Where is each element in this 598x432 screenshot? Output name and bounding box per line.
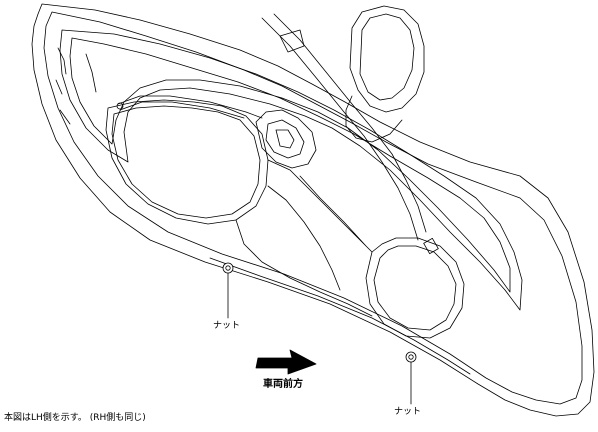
nut-label-right: ナット [394, 407, 422, 417]
left-access-hole [105, 99, 269, 225]
door-window-frame [59, 29, 523, 311]
lower-trim-line [209, 257, 471, 375]
nut-icon [222, 262, 234, 274]
vehicle-front-label: 車両前方 [263, 379, 303, 390]
door-clip [423, 237, 439, 255]
regulator-rail-inner [273, 13, 427, 233]
regulator-rail [261, 17, 419, 241]
door-outer-outline [31, 3, 595, 417]
left-access-hole-rim [111, 105, 261, 219]
rod-clip [116, 102, 124, 110]
door-window-frame-inner [69, 37, 511, 293]
latch-assembly-detail [265, 119, 305, 159]
figure-caption: 本図はLH側を示す。 (RH側も同じ) [4, 413, 146, 423]
mirror-mount [349, 5, 425, 113]
nut-icon [405, 351, 417, 363]
door-outer-inner-edge [43, 11, 583, 405]
lock-rod-lower [119, 101, 245, 119]
right-access-hole [365, 237, 465, 339]
right-access-hole-rim [373, 245, 457, 331]
hinge-detail [55, 47, 97, 125]
nut-label-left: ナット [213, 321, 241, 331]
arrow-right-icon [255, 349, 317, 375]
regulator-bracket [279, 29, 305, 53]
mirror-base [345, 95, 403, 143]
latch-assembly [255, 109, 317, 169]
lock-rod [117, 95, 263, 119]
inner-panel-center [267, 159, 373, 291]
inner-panel-brace [235, 219, 373, 317]
mirror-mount-inner [359, 13, 415, 101]
